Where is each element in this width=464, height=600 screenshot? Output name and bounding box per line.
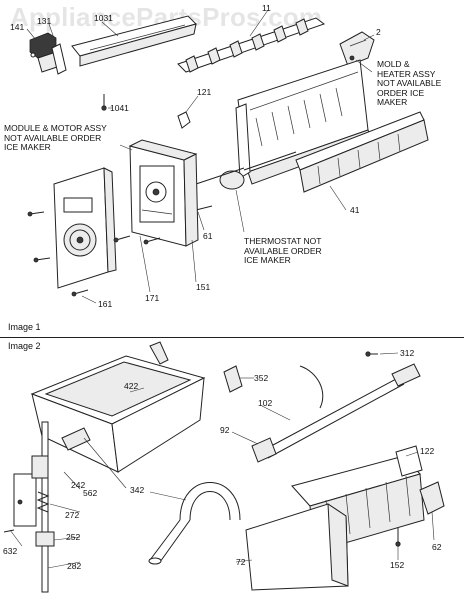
leader-lines-image-2: [9, 352, 435, 569]
part-1041-screw: [101, 94, 107, 111]
callout-1031: 1031: [94, 13, 113, 23]
part-121-clip: [177, 111, 191, 129]
callout-171: 171: [145, 293, 160, 303]
callout-161: 161: [98, 299, 113, 309]
callout-122: 122: [420, 446, 435, 456]
callout-121: 121: [197, 87, 212, 97]
mold-heater-note: MOLD & HEATER ASSY NOT AVAILABLE ORDER I…: [377, 59, 442, 108]
callout-151: 151: [196, 282, 211, 292]
part-11-ejector: [177, 17, 326, 73]
callout-252: 252: [66, 532, 81, 542]
callout-131: 131: [37, 16, 52, 26]
callout-152: 152: [390, 560, 405, 570]
section-divider: [0, 337, 464, 338]
callout-2: 2: [376, 27, 381, 37]
leader-lines-image-1: [26, 9, 375, 304]
motor-plate: [53, 167, 117, 289]
callout-72: 72: [236, 557, 246, 567]
callout-92: 92: [220, 425, 230, 435]
part-61-pin: [195, 205, 213, 211]
callout-242: 242: [71, 480, 86, 490]
water-valve-assembly: [3, 421, 55, 593]
part-152-screw: [395, 528, 401, 547]
part-562-fitting: [61, 427, 91, 451]
callout-312: 312: [400, 348, 415, 358]
image-2-title: Image 2: [8, 341, 41, 351]
callout-352: 352: [254, 373, 269, 383]
module-motor-note: MODULE & MOTOR ASSY NOT AVAILABLE ORDER …: [4, 123, 107, 153]
part-2-bracket: [339, 31, 375, 67]
callout-272: 272: [65, 510, 80, 520]
callout-632: 632: [3, 546, 18, 556]
callout-61: 61: [203, 231, 213, 241]
mounting-screws: [27, 211, 161, 297]
part-41-heater: [295, 111, 429, 193]
thermostat-note: THERMOSTAT NOT AVAILABLE ORDER ICE MAKER: [244, 236, 322, 266]
callout-562: 562: [83, 488, 98, 498]
part-312-screw: [365, 351, 378, 357]
callout-11: 11: [262, 3, 271, 13]
callout-41: 41: [350, 205, 360, 215]
part-1031-shield: [71, 15, 197, 67]
part-131-plate: [51, 43, 67, 75]
callout-62: 62: [432, 542, 442, 552]
thermostat: [189, 151, 297, 190]
part-62-bracket: [419, 481, 445, 515]
callout-102: 102: [258, 398, 273, 408]
callout-141: 141: [10, 22, 25, 32]
image-1-title: Image 1: [8, 322, 41, 332]
part-72-cover: [245, 503, 349, 591]
callout-1041: 1041: [110, 103, 129, 113]
part-102-harness: [251, 363, 421, 463]
part-342-fill-tube: [148, 482, 241, 565]
callout-342: 342: [130, 485, 145, 495]
part-422-ice-bucket: [30, 341, 206, 473]
module-motor-assembly: [128, 139, 199, 247]
callout-422: 422: [124, 381, 139, 391]
callout-282: 282: [67, 561, 82, 571]
part-352-clip: [223, 365, 243, 393]
